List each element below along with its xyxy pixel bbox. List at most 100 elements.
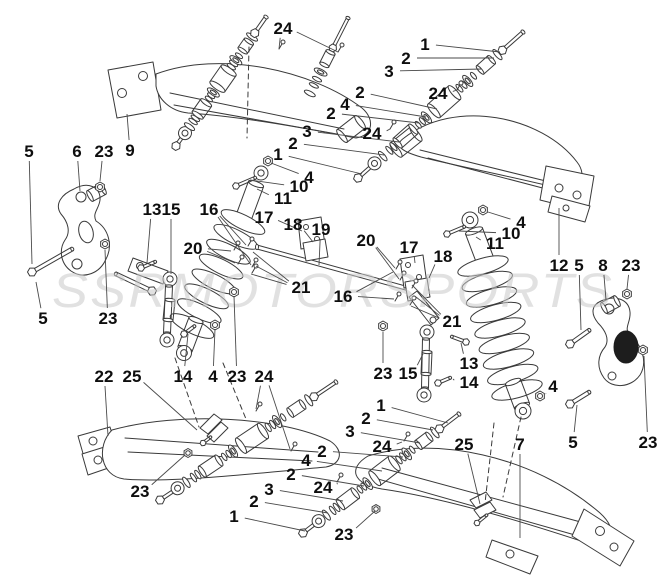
leader-line [317,131,400,143]
leader-line [256,188,270,196]
leader-line [413,256,416,264]
grease-bolt [278,39,286,50]
hex-bolt [565,389,592,409]
leader-line [244,517,306,532]
leader-line [458,230,497,234]
callout-12: 12 [550,256,569,275]
leader-line [391,407,449,424]
leader-line [415,296,440,316]
leader-line [416,353,424,366]
leader-line [375,247,400,280]
hex-bolt [565,327,592,349]
ball-joint-plate [571,508,635,567]
hex-bolt [449,334,470,346]
grease-bolt [409,295,417,306]
callout-2: 2 [286,465,295,484]
callout-8: 8 [598,256,607,275]
link-sleeve [162,297,176,323]
leader-line [279,490,344,502]
grease-bolt [251,257,259,268]
callout-2: 2 [249,492,258,511]
leader-line [376,246,396,269]
callout-13: 13 [460,354,479,373]
callout-4: 4 [340,95,350,114]
leader-line [360,432,421,444]
callout-23: 23 [131,482,150,501]
leader-line [301,475,365,487]
callout-15: 15 [162,200,181,219]
callout-2: 2 [317,442,326,461]
leader-line [35,281,42,309]
callout-16: 16 [200,200,219,219]
callout-21: 21 [443,312,462,331]
leader-line [603,274,607,301]
clamp-saddle [302,238,329,262]
boss [600,295,621,314]
callout-25: 25 [123,367,142,386]
callout-2: 2 [361,409,370,428]
callout-13: 13 [143,200,162,219]
callout-15: 15 [399,364,418,383]
sway-bar-link-right [416,324,435,403]
callout-22: 22 [95,367,114,386]
callout-4: 4 [208,367,218,386]
hex-nut [535,390,545,402]
coil-spring [169,209,266,339]
hex-nut [378,320,388,332]
hex-nut [622,288,632,300]
grease-bolt [389,119,397,130]
callout-17: 17 [400,238,419,257]
hex-nut [95,181,105,193]
callout-21: 21 [292,278,311,297]
callout-4: 4 [516,213,526,232]
sway-bar-link-left [159,271,178,348]
leader-line [104,249,108,309]
callout-10: 10 [290,177,309,196]
leader-line [452,89,458,92]
sway-bar-clamp-right [399,254,440,326]
leader-line [370,93,438,110]
grease-bolt [394,291,402,302]
frame-bracket [107,61,162,119]
callout-23: 23 [622,256,641,275]
shock-absorber-left [169,165,269,361]
callout-18: 18 [434,247,453,266]
watermark-text: SSRMOTORSPORTS [52,265,614,318]
leader-line [396,441,403,445]
hex-nut [183,448,193,458]
coil-spring [457,255,543,401]
hex-nut [263,155,273,167]
leader-line [104,385,109,437]
callout-1: 1 [420,35,429,54]
hex-nut [229,286,239,298]
grease-bolt [337,42,345,53]
arm-loop [102,418,340,481]
callout-1: 1 [229,507,238,526]
callout-24: 24 [429,84,448,103]
leader-line [626,274,629,290]
grease-bolt [403,431,411,442]
leader-line [578,274,582,331]
leader-line [77,160,81,192]
leader-line [428,264,436,279]
leader-line [249,179,285,186]
shock-bolt [443,224,467,238]
hex-bolt [180,324,197,338]
callout-20: 20 [357,231,376,250]
grease-bolt [456,80,464,91]
pivot-bolt-kit-lower-left [155,379,339,505]
leader-line [316,460,383,472]
leader-line [143,382,198,431]
grease-bolt [247,236,255,247]
pivot-tube [336,114,366,144]
bar-end-lever [408,290,440,326]
leader-line [357,296,395,300]
leader-line [217,216,252,266]
shock-mount-plate [469,491,493,509]
callout-6: 6 [72,142,81,161]
callout-24: 24 [373,437,392,456]
leader-line [573,404,578,433]
